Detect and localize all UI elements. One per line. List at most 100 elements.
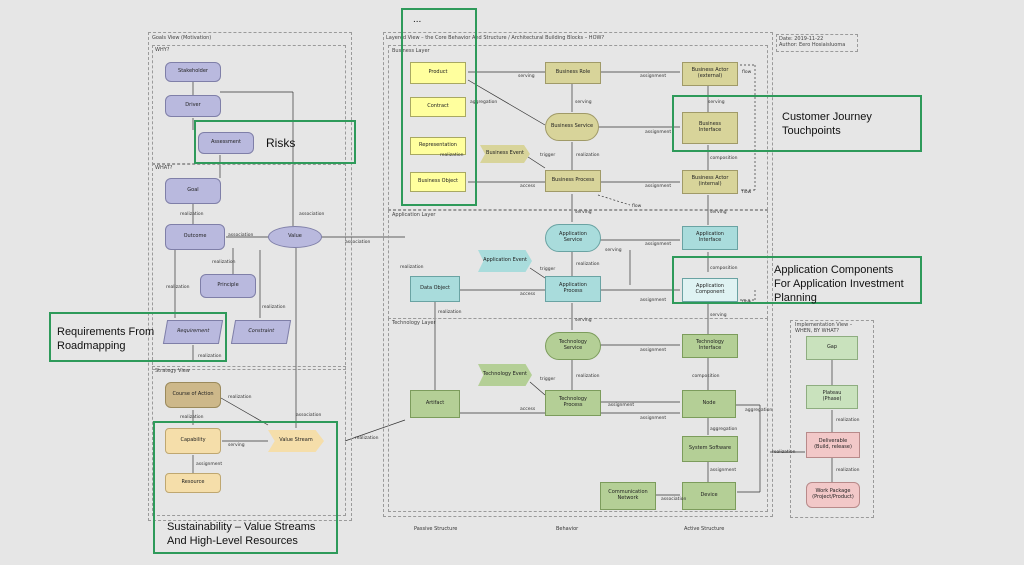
communication-network-element[interactable]: Communication Network (600, 482, 656, 510)
rel-label-assignment: assignment (608, 403, 635, 408)
deliverable-element[interactable]: Deliverable (Build, release) (806, 432, 860, 458)
sustainability-callout: Sustainability – Value Streams And High-… (153, 421, 338, 554)
application-components-callout: Application Components For Application I… (672, 256, 922, 304)
rel-label-realization: realization (228, 395, 252, 400)
node-element[interactable]: Node (682, 390, 736, 418)
rel-label-realization: realization (576, 153, 600, 158)
rel-label-assignment: assignment (640, 416, 667, 421)
app-components-line1: Application Components (774, 264, 894, 276)
course-of-action-element[interactable]: Course of Action (165, 382, 221, 408)
business-service-element[interactable]: Business Service (545, 113, 599, 141)
work-package-element[interactable]: Work Package (Project/Product) (806, 482, 860, 508)
layered-view-frame (383, 32, 773, 517)
rel-label-realization: realization (180, 212, 204, 217)
rel-label-serving: serving (605, 248, 622, 253)
rel-label-assignment: assignment (645, 184, 672, 189)
plateau-element[interactable]: Plateau (Phase) (806, 385, 858, 409)
stakeholder-element[interactable]: Stakeholder (165, 62, 221, 82)
application-component-element[interactable]: Application Component (682, 278, 738, 302)
author-text: Author: Eero Hosiaisluoma (779, 42, 846, 48)
rel-label-assignment: assignment (196, 462, 223, 467)
business-process-element[interactable]: Business Process (545, 170, 601, 192)
rel-label-serving: serving (710, 210, 727, 215)
rel-label-aggregation: aggregation (470, 100, 498, 105)
rel-label-serving: serving (518, 74, 535, 79)
rel-label-realization: realization (400, 265, 424, 270)
rel-label-realization: realization (836, 418, 860, 423)
rel-label-serving: serving (710, 313, 727, 318)
requirements-line2: Roadmapping (57, 340, 126, 352)
device-element[interactable]: Device (682, 482, 736, 510)
business-interface-element[interactable]: Business Interface (682, 112, 738, 144)
driver-element[interactable]: Driver (165, 95, 221, 117)
requirements-callout: Requirements From Roadmapping (49, 312, 227, 362)
rel-label-serving: serving (575, 210, 592, 215)
business-object-element[interactable]: Business Object (410, 172, 466, 192)
rel-label-realization: realization (576, 374, 600, 379)
rel-label-realization: realization (438, 310, 462, 315)
implementation-view-title: Implementation View – WHEN, BY WHAT? (795, 322, 853, 334)
why-label: WHY? (155, 47, 170, 53)
rel-label-serving: serving (575, 318, 592, 323)
value-element[interactable]: Value (268, 226, 322, 248)
rel-label-access: access (520, 184, 536, 189)
capability-element[interactable]: Capability (165, 428, 221, 454)
artifact-element[interactable]: Artifact (410, 390, 460, 418)
active-structure-label: Active Structure (684, 526, 725, 532)
resource-element[interactable]: Resource (165, 473, 221, 493)
app-components-line3: Planning (774, 292, 817, 304)
business-role-element[interactable]: Business Role (545, 62, 601, 84)
rel-label-flow: flow (742, 70, 752, 75)
technology-process-element[interactable]: Technology Process (545, 390, 601, 416)
assessment-element[interactable]: Assessment (198, 132, 254, 154)
rel-label-assignment: assignment (640, 348, 667, 353)
rel-label-assignment: assignment (710, 468, 737, 473)
rel-label-serving: serving (575, 100, 592, 105)
behavior-label: Behavior (556, 526, 579, 532)
rel-label-composition: composition (692, 374, 720, 379)
application-interface-element[interactable]: Application Interface (682, 226, 738, 250)
strategy-view-frame (152, 366, 346, 516)
rel-label-realization: realization (576, 262, 600, 267)
rel-label-trigger: trigger (540, 153, 556, 158)
representation-element[interactable]: Representation (410, 137, 466, 155)
technology-service-element[interactable]: Technology Service (545, 332, 601, 360)
application-layer-title: Application Layer (392, 212, 436, 218)
rel-label-association: association (661, 497, 687, 502)
business-actor-external-element[interactable]: Business Actor (external) (682, 62, 738, 86)
ellipsis-label: ... (413, 14, 422, 25)
strategy-view-title: Strategy View (155, 368, 190, 374)
rel-label-association: association (345, 240, 371, 245)
rel-label-assignment: assignment (645, 130, 672, 135)
rel-label-composition: composition (710, 266, 738, 271)
data-object-element[interactable]: Data Object (410, 276, 460, 302)
gap-element[interactable]: Gap (806, 336, 858, 360)
goal-element[interactable]: Goal (165, 178, 221, 204)
business-event-element[interactable]: Business Event (480, 145, 530, 163)
goals-view-title: Goals View (Motivation) (152, 35, 212, 41)
product-element[interactable]: Product (410, 62, 466, 84)
application-event-element[interactable]: Application Event (478, 250, 532, 272)
system-software-element[interactable]: System Software (682, 436, 738, 462)
rel-label-association: association (299, 212, 325, 217)
business-actor-internal-element[interactable]: Business Actor (internal) (682, 170, 738, 194)
contract-element[interactable]: Contract (410, 97, 466, 117)
technology-event-element[interactable]: Technology Event (478, 364, 532, 386)
application-service-element[interactable]: Application Service (545, 224, 601, 252)
value-stream-element[interactable]: Value Stream (268, 430, 324, 452)
rel-label-trigger: trigger (540, 377, 556, 382)
technology-interface-element[interactable]: Technology Interface (682, 334, 738, 358)
customer-journey-line2: Touchpoints (782, 125, 841, 137)
principle-element[interactable]: Principle (200, 274, 256, 298)
customer-journey-callout: Customer Journey Touchpoints (672, 95, 922, 152)
rel-label-access: access (520, 407, 536, 412)
constraint-element[interactable]: Constraint (230, 320, 292, 344)
rel-label-association: association (296, 413, 322, 418)
application-process-element[interactable]: Application Process (545, 276, 601, 302)
rel-label-assignment: assignment (640, 74, 667, 79)
rel-label-realization: realization (262, 305, 286, 310)
technology-layer-title: Technology Layer (392, 320, 436, 326)
app-components-line2: For Application Investment (774, 278, 904, 290)
rel-label-aggregation: aggregation (745, 408, 773, 413)
outcome-element[interactable]: Outcome (165, 224, 225, 250)
